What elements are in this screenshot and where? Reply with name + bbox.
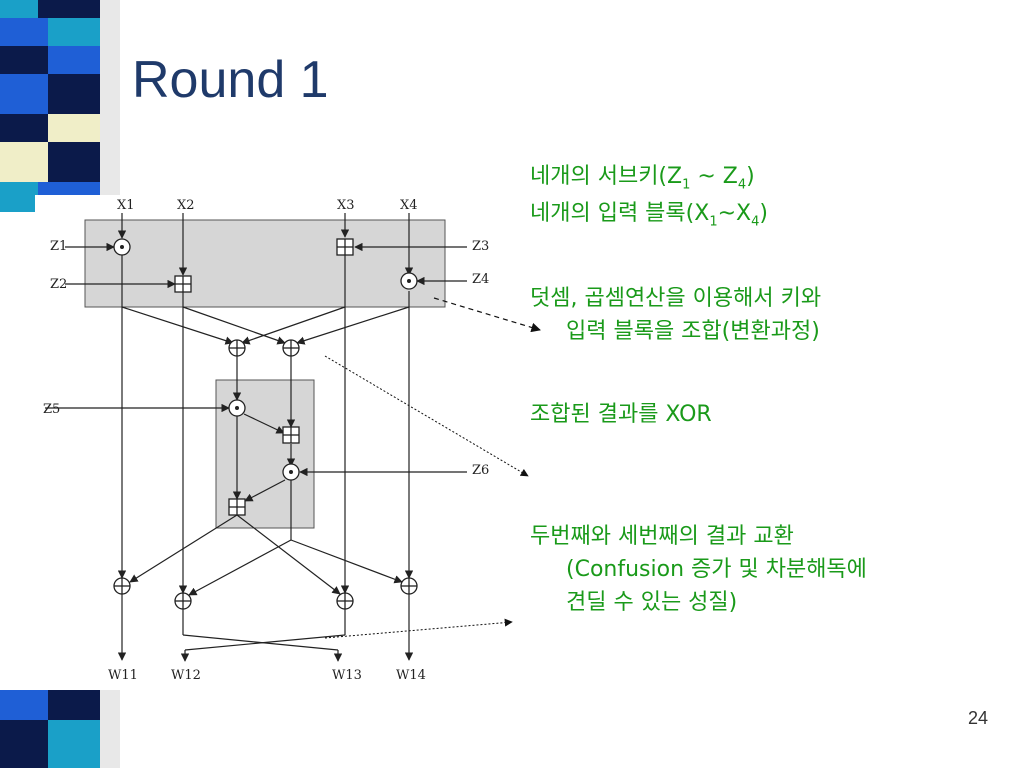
xor-op-icon: [228, 339, 246, 357]
strip-block: [0, 46, 48, 74]
strip-block: [48, 114, 100, 142]
note-input-blocks-sub1: 1: [709, 214, 718, 230]
note-subkeys-sub2: 4: [737, 177, 747, 193]
note-subkeys-suffix: ): [746, 164, 755, 189]
multiply-op-icon: [113, 238, 131, 256]
strip-block: [48, 46, 100, 74]
input-label-x3: X3: [337, 198, 355, 213]
note-xor-line1: 조합된 결과를 XOR: [530, 402, 712, 427]
key-label-z6: Z6: [472, 463, 489, 478]
key-label-z2: Z2: [50, 277, 67, 292]
output-label-w11: W11: [108, 668, 138, 683]
note-subkeys-mid: ~ Z: [690, 164, 738, 189]
strip-block: [48, 720, 100, 768]
strip-block: [0, 18, 48, 46]
input-label-x4: X4: [400, 198, 418, 213]
strip-block: [0, 74, 48, 114]
input-label-x2: X2: [177, 198, 195, 213]
note-xor: 조합된 결과를 XOR: [530, 398, 712, 431]
xor-op-icon: [282, 339, 300, 357]
add-op-icon: [282, 426, 300, 444]
note-input-blocks: 네개의 입력 블록(X1~X4): [530, 197, 768, 232]
note-subkeys-text: 네개의 서브키(Z: [530, 164, 683, 189]
strip-block: [0, 114, 48, 142]
page-number: 24: [967, 708, 988, 728]
key-label-z4: Z4: [472, 272, 489, 287]
note-subkeys-sub1: 1: [682, 177, 691, 193]
input-label-x1: X1: [117, 198, 135, 213]
strip-block: [48, 690, 100, 720]
strip-block: [48, 142, 100, 182]
xor-op-icon: [113, 577, 131, 595]
note-combine-line1: 덧셈, 곱셈연산을 이용해서 키와: [530, 286, 822, 311]
slide-title: Round 1: [132, 51, 329, 109]
note-swap-line1: 두번째와 세번째의 결과 교환: [530, 524, 794, 549]
multiply-op-icon: [400, 272, 418, 290]
strip-block: [48, 18, 100, 46]
strip-block: [0, 182, 38, 212]
note-input-blocks-suffix: ): [759, 201, 768, 226]
note-subkeys: 네개의 서브키(Z1 ~ Z4): [530, 160, 755, 195]
key-label-z1: Z1: [50, 239, 67, 254]
output-label-w12: W12: [171, 668, 201, 683]
strip-block: [38, 0, 100, 18]
multiply-op-icon: [282, 463, 300, 481]
note-swap-line3: 견딜 수 있는 성질): [566, 590, 738, 615]
note-swap: 두번째와 세번째의 결과 교환 (Confusion 증가 및 차분해독에 견딜…: [530, 520, 867, 619]
note-input-blocks-sub2: 4: [751, 214, 760, 230]
strip-block: [0, 0, 38, 18]
key-label-z3: Z3: [472, 239, 489, 254]
note-swap-line2: (Confusion 증가 및 차분해독에: [566, 557, 867, 582]
note-input-blocks-text: 네개의 입력 블록(X: [530, 201, 710, 226]
note-combine: 덧셈, 곱셈연산을 이용해서 키와 입력 블록을 조합(변환과정): [530, 282, 821, 348]
xor-op-icon: [174, 592, 192, 610]
xor-op-icon: [336, 592, 354, 610]
note-combine-line2: 입력 블록을 조합(변환과정): [566, 319, 820, 344]
strip-block: [0, 142, 48, 182]
add-op-icon: [336, 238, 354, 256]
strip-block: [48, 74, 100, 114]
output-label-w13: W13: [332, 668, 362, 683]
note-input-blocks-mid: ~X: [717, 201, 752, 226]
add-op-icon: [228, 498, 246, 516]
multiply-op-icon: [228, 399, 246, 417]
strip-block: [0, 690, 48, 720]
key-label-z5: Z5: [43, 402, 60, 417]
output-label-w14: W14: [396, 668, 426, 683]
idea-round-diagram: X1 X2 X3 X4 Z1 Z2 Z3 Z4 Z5 Z6 W11 W12 W1…: [43, 198, 489, 683]
strip-block: [0, 720, 48, 768]
add-op-icon: [174, 275, 192, 293]
key-mixing-box: [84, 219, 446, 308]
xor-op-icon: [400, 577, 418, 595]
